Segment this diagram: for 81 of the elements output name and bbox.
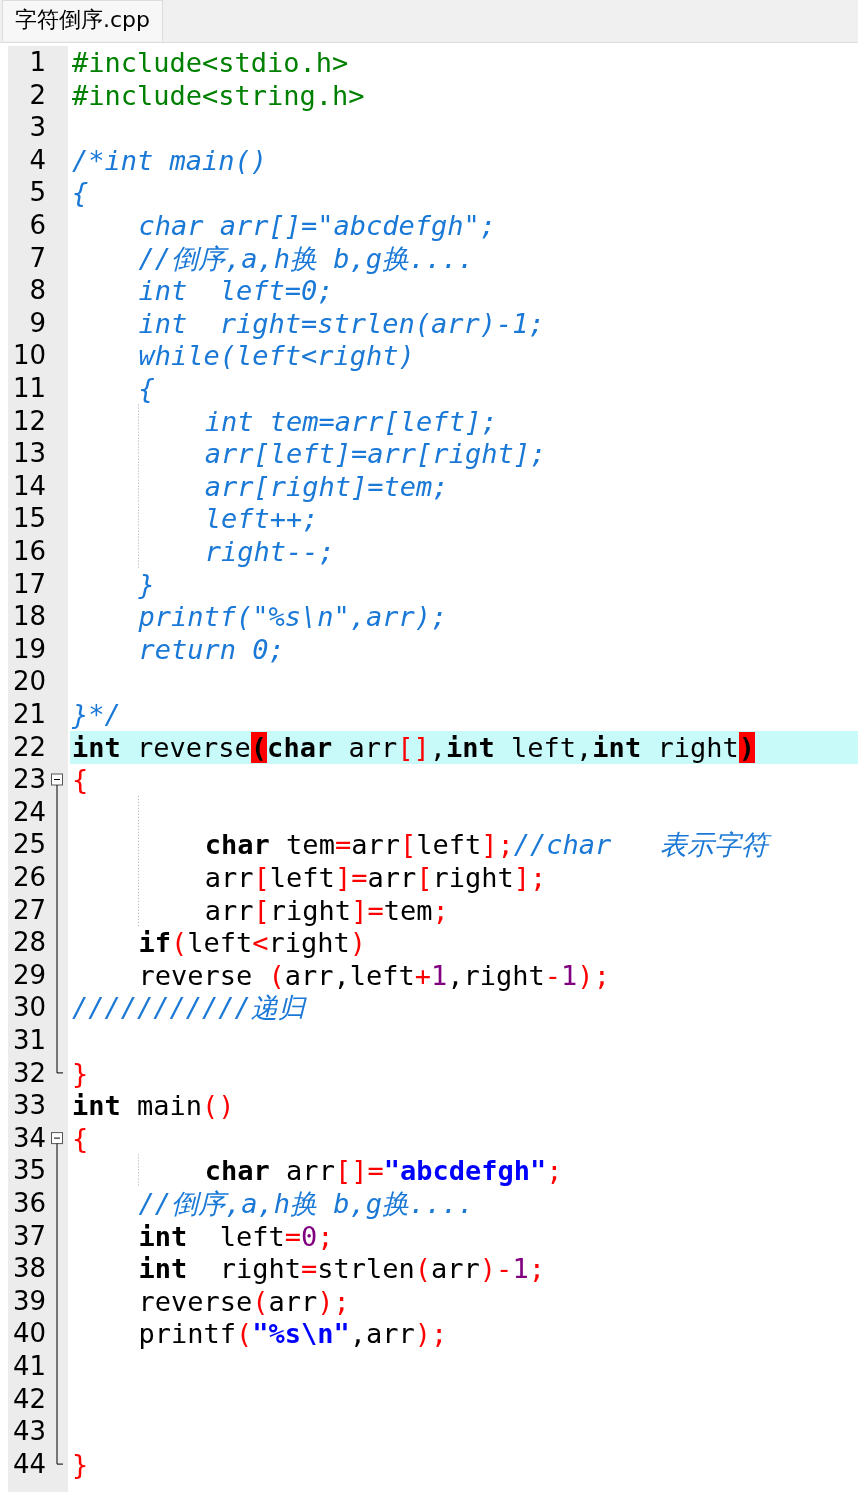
line-number: 27 (11, 893, 46, 927)
line-number: 6 (28, 209, 46, 242)
code-line: /*int main() (72, 143, 268, 177)
code-line: { (72, 176, 89, 210)
line-number: 15 (11, 502, 46, 536)
line-number: 39 (11, 1284, 46, 1318)
line-number: 22 (11, 730, 46, 764)
code-line: } (72, 1056, 89, 1090)
line-number: 30 (11, 991, 46, 1025)
code-line: arr[left]=arr[right]; (204, 861, 547, 894)
line-number: 44 (11, 1447, 46, 1481)
line-number: 4 (28, 143, 46, 177)
code-line: { (72, 1121, 89, 1155)
line-number: 25 (11, 828, 46, 862)
code-line: int tem=arr[left]; (204, 404, 498, 438)
code-line: }*/ (72, 698, 121, 731)
code-line: char arr[]="abcdefgh"; (138, 209, 496, 242)
code-line: //倒序,a,h换 b,g换.... (138, 1187, 474, 1220)
line-number: 20 (11, 665, 46, 699)
code-line: while(left<right) (138, 339, 415, 373)
line-number: 7 (28, 241, 46, 275)
line-number: 2 (28, 78, 46, 112)
line-number: 11 (11, 372, 46, 405)
code-line: reverse(arr); (138, 1284, 350, 1318)
code-line: { (138, 372, 155, 405)
line-number: 18 (11, 600, 46, 634)
code-line: #include<string.h> (72, 78, 365, 112)
code-line: int reverse(char arr[],int left,int right) (72, 730, 755, 764)
line-number: 29 (11, 958, 46, 992)
line-number: 5 (28, 176, 46, 210)
line-number: 32 (11, 1056, 46, 1090)
code-line: int right=strlen(arr)-1; (138, 306, 545, 340)
line-number: 41 (11, 1350, 46, 1383)
code-line: printf("%s\n",arr); (138, 1317, 448, 1351)
line-number: 28 (11, 926, 46, 960)
line-number: 3 (28, 111, 46, 145)
line-number: 35 (11, 1154, 46, 1188)
line-number: 19 (11, 632, 46, 666)
line-number: 1 (28, 46, 46, 79)
line-number: 24 (11, 795, 46, 829)
code-line: if(left<right) (138, 926, 367, 960)
code-line: } (72, 1447, 89, 1481)
code-line: ///////////递归 (72, 991, 305, 1025)
code-line: arr[left]=arr[right]; (204, 437, 547, 471)
line-number: 31 (11, 1024, 46, 1057)
code-line: right--; (204, 535, 335, 568)
code-line: arr[right]=tem; (204, 893, 449, 927)
line-number: 26 (11, 861, 46, 894)
code-line: return 0; (138, 632, 285, 666)
line-number: 14 (11, 469, 46, 503)
code-line: int right=strlen(arr)-1; (138, 1252, 545, 1286)
code-line: int left=0; (138, 1219, 334, 1253)
line-number: 17 (11, 567, 46, 601)
line-number: 16 (11, 535, 46, 568)
line-number: 42 (11, 1382, 46, 1416)
line-number: 38 (11, 1252, 46, 1286)
code-line: //倒序,a,h换 b,g换.... (138, 241, 474, 275)
code-line: reverse (arr,left+1,right-1); (138, 958, 610, 992)
code-line: { (72, 763, 89, 797)
line-number: 37 (11, 1219, 46, 1253)
code-line: int main() (72, 1089, 235, 1123)
line-number: 34 (11, 1121, 46, 1155)
code-line: #include<stdio.h> (72, 46, 349, 79)
code-line: left++; (204, 502, 319, 536)
line-number: 9 (28, 306, 46, 340)
line-number: 8 (28, 274, 46, 308)
line-number: 21 (11, 698, 46, 731)
line-number: 10 (11, 339, 46, 373)
line-number: 13 (11, 437, 46, 471)
code-line: char arr[]="abcdefgh"; (204, 1154, 563, 1188)
line-number: 43 (11, 1415, 46, 1449)
code-line: arr[right]=tem; (204, 469, 449, 503)
line-number: 23 (11, 763, 46, 797)
code-line: int left=0; (138, 274, 334, 308)
line-number: 33 (11, 1089, 46, 1123)
line-number: 36 (11, 1187, 46, 1220)
code-line: printf("%s\n",arr); (138, 600, 448, 634)
line-number: 40 (11, 1317, 46, 1351)
code-line: } (138, 567, 155, 601)
line-number: 12 (11, 404, 46, 438)
file-tab: 字符倒序.cpp (2, 0, 164, 41)
